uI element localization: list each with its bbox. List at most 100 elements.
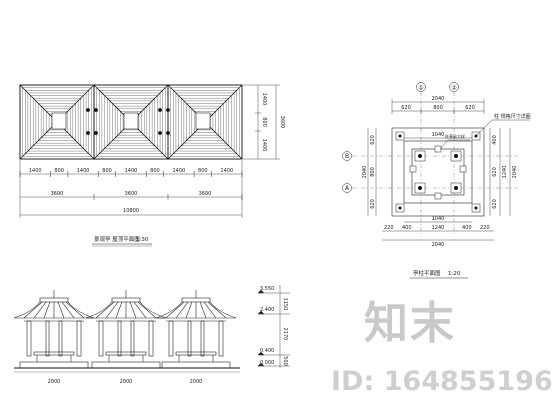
roof-dimension-lines <box>19 160 243 218</box>
pavilion-roof-left <box>13 301 41 319</box>
col-top-part-1: 620 <box>401 105 411 111</box>
axis-bubbles <box>342 82 459 193</box>
column-plan-scale: 1:20 <box>448 271 461 277</box>
column-plan-caption: 亭柱平面图 <box>413 269 441 277</box>
pavilion-column <box>45 320 50 357</box>
roof-seg-label: 800 <box>150 168 160 174</box>
pavilion-column <box>98 320 104 357</box>
col-bottom-part-1: 220 <box>384 225 394 231</box>
pavilion-column <box>200 320 205 357</box>
roof-right-label-1: 1400 <box>261 93 267 106</box>
axis-top-2: ② <box>451 85 457 92</box>
col-right-part-3: 1240 <box>502 166 508 179</box>
pavilion-elevations <box>13 290 237 369</box>
col-bottom-total: 2040 <box>432 242 445 248</box>
elevation-view: 3.550 2.400 0.400 0.000 1150 2170 500 20… <box>13 285 290 385</box>
pavilion-roof-right <box>209 301 237 319</box>
roof-module-label: 3600 <box>199 191 212 197</box>
level-label-2: 2.400 <box>260 307 274 313</box>
pavilion-bench <box>175 351 217 356</box>
pavilion-roof-rib <box>95 301 115 319</box>
pavilion-roof-rib <box>57 301 65 319</box>
col-top-part-3: 620 <box>465 105 475 111</box>
col-bottom-part-5: 220 <box>480 225 490 231</box>
pavilion-column <box>218 320 224 357</box>
pavilion-roof-rib <box>165 301 185 319</box>
roof-module-outline <box>167 84 243 160</box>
elev-dim-1: 1150 <box>282 298 288 311</box>
pavilion-roof-rib <box>65 301 85 319</box>
col-right-total: 2040 <box>512 166 518 179</box>
roof-right-total: 3600 <box>279 116 285 129</box>
roof-lantern-squares <box>51 112 211 130</box>
col-inner-top: 1040 <box>432 132 445 138</box>
col-top-total: 2040 <box>432 96 445 102</box>
elev-bottom-label-3: 2000 <box>190 379 203 385</box>
pavilion-roof-rib <box>23 301 43 319</box>
pavilion-roof-rib <box>33 301 47 319</box>
pavilion-column <box>130 320 135 357</box>
pavilion-roof-rib <box>115 301 123 319</box>
axis-lines <box>352 92 520 235</box>
col-bottom-part-3: 1240 <box>432 225 445 231</box>
pavilion-column <box>76 320 82 357</box>
roof-module-label: 3600 <box>51 191 64 197</box>
pavilion-roof-rib <box>61 301 75 319</box>
level-label-1: 3.550 <box>260 286 274 292</box>
roof-seg-label: 800 <box>198 168 208 174</box>
elev-dim-3: 500 <box>282 356 288 366</box>
axis-side-a: A <box>345 185 350 192</box>
pavilion-roof-left <box>85 301 113 319</box>
roof-seg-label: 1400 <box>125 168 138 174</box>
pavilion-roof-rib <box>207 301 227 319</box>
roof-plan-caption: 景观亭 屋顶平面图 <box>94 235 140 243</box>
col-right-part-2: 620 <box>492 167 498 177</box>
pavilion-roof-rib <box>105 301 119 319</box>
roof-module-label: 3600 <box>125 191 138 197</box>
pavilion-roof-rib <box>199 301 207 319</box>
roof-plan-scale: 1:30 <box>136 237 149 243</box>
axis-top-1: ① <box>418 85 423 92</box>
level-markers <box>257 285 290 368</box>
col-right-part-4: 620 <box>492 199 498 209</box>
roof-seg-label: 1400 <box>220 168 233 174</box>
pavilion-bench <box>33 351 75 356</box>
column-right-dim-lines <box>489 128 511 216</box>
elev-bottom-label-1: 2000 <box>48 379 61 385</box>
roof-right-dimension-lines <box>243 84 280 160</box>
pavilion-column <box>148 320 154 357</box>
pavilion-column <box>58 320 63 357</box>
pavilion-bench <box>105 351 147 356</box>
watermark-brand: 知末 <box>364 298 456 349</box>
col-bottom-part-4: 400 <box>462 225 472 231</box>
roof-seg-label: 800 <box>54 168 64 174</box>
pavilion-column <box>117 320 122 357</box>
level-label-3: 0.400 <box>260 348 274 354</box>
elev-dim-2: 2170 <box>282 328 288 341</box>
leader-lines <box>439 119 530 150</box>
col-left-part-2: 800 <box>370 167 376 177</box>
level-label-4: 0.000 <box>260 360 274 366</box>
pavilion-column <box>187 320 192 357</box>
col-top-part-2: 800 <box>433 105 443 111</box>
roof-seg-label: 1400 <box>29 168 42 174</box>
pavilion-roof-rib <box>203 301 217 319</box>
column-plan: ① ② B A <box>342 82 531 279</box>
roof-right-label-2: 800 <box>261 117 267 127</box>
col-left-total: 2040 <box>362 166 368 179</box>
pavilion-roof-rib <box>133 301 147 319</box>
col-left-part-1: 620 <box>370 135 376 145</box>
col-left-part-3: 620 <box>370 199 376 209</box>
roof-total-label: 10800 <box>123 208 139 214</box>
pavilion-roof-rib <box>129 301 137 319</box>
pavilion-roof-rib <box>175 301 189 319</box>
col-bottom-part-2: 400 <box>402 225 412 231</box>
roof-seg-label: 800 <box>102 168 112 174</box>
pavilion-roof-rib <box>137 301 157 319</box>
pavilion-roof-rib <box>43 301 51 319</box>
roof-seg-label: 1400 <box>173 168 186 174</box>
note-top: 柱 规格尺寸详图 <box>494 113 531 120</box>
axis-side-b: B <box>345 153 349 160</box>
